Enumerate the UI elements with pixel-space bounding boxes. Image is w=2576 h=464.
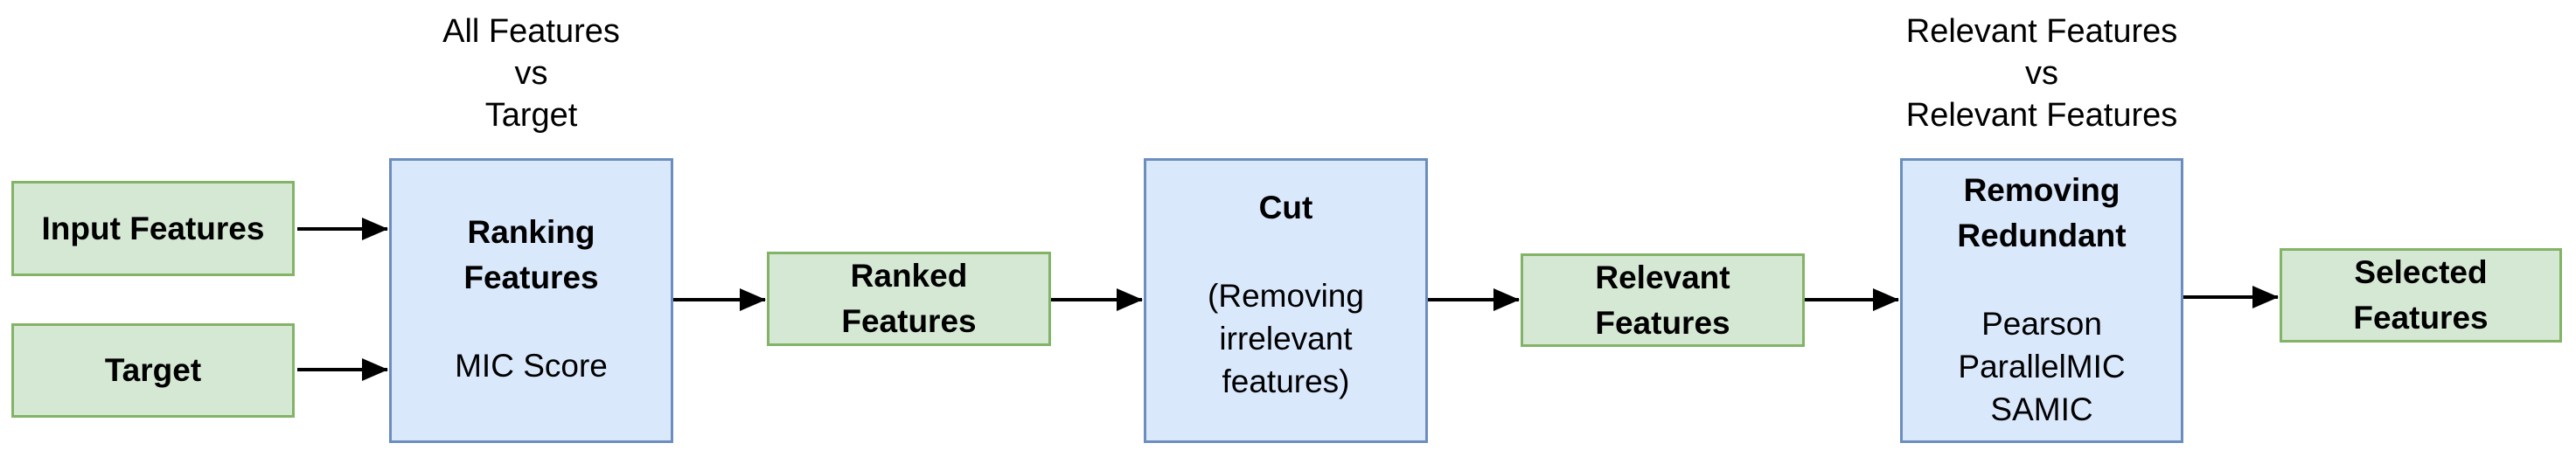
annotation-all-features-vs-target: All Features vs Target — [442, 13, 620, 134]
node-target-label: Target — [104, 352, 202, 388]
node-relevant-features: Relevant Features — [1521, 253, 1805, 347]
node-ranking-features: Ranking Features MIC Score — [389, 158, 673, 443]
node-cut: Cut (Removing irrelevant features) — [1144, 158, 1428, 443]
node-input-features: Input Features — [11, 181, 295, 276]
node-ranking-features-method: MIC Score — [455, 348, 608, 384]
node-input-features-label: Input Features — [41, 210, 265, 246]
node-removing-redundant: Removing Redundant Pearson ParallelMIC S… — [1900, 158, 2183, 443]
node-target: Target — [11, 323, 295, 418]
node-selected-features: Selected Features — [2280, 248, 2562, 343]
node-removing-redundant-title: Removing Redundant — [1957, 172, 2127, 253]
node-ranked-features-label: Ranked Features — [841, 258, 977, 339]
node-ranking-features-title: Ranking Features — [463, 214, 599, 295]
node-relevant-features-label: Relevant Features — [1595, 259, 1730, 341]
node-cut-title: Cut — [1258, 190, 1313, 225]
node-selected-features-label: Selected Features — [2353, 254, 2489, 336]
node-cut-description: (Removing irrelevant features) — [1208, 278, 1364, 399]
node-ranked-features: Ranked Features — [767, 252, 1051, 346]
node-removing-redundant-methods: Pearson ParallelMIC SAMIC — [1958, 306, 2126, 427]
annotation-relevant-vs-relevant: Relevant Features vs Relevant Features — [1905, 13, 2178, 134]
